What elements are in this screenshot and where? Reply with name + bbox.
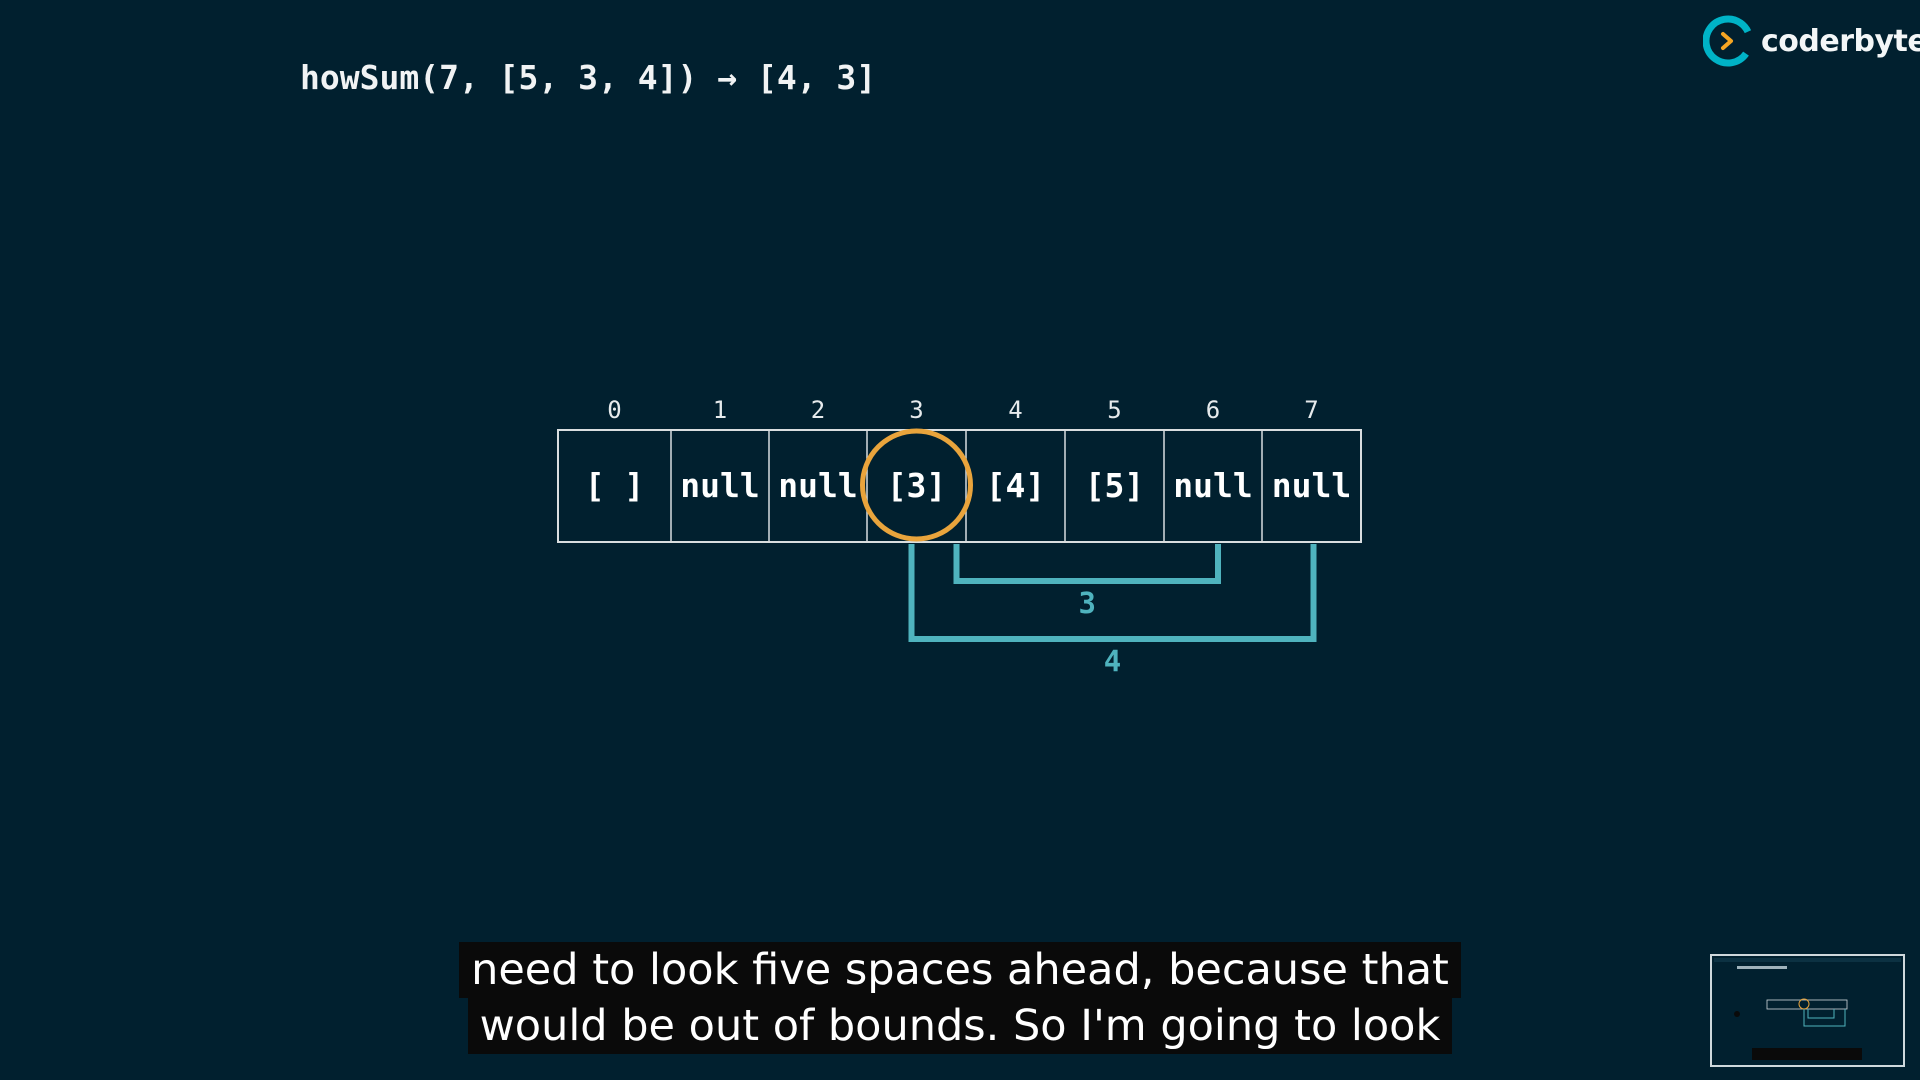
table-cell-value: [4] (986, 466, 1046, 505)
table-index: 7 (1304, 396, 1318, 424)
brand-logo: coderbyte (1703, 14, 1920, 68)
table-index: 4 (1008, 396, 1022, 424)
table-cell-value: null (1272, 466, 1351, 505)
jump-bracket (908, 544, 1317, 642)
table-index: 1 (713, 396, 727, 424)
video-subtitles: need to look five spaces ahead, because … (0, 942, 1920, 1054)
subtitle-line-1: need to look five spaces ahead, because … (459, 942, 1461, 998)
table-cell-value: [5] (1085, 466, 1145, 505)
jump-brackets: 34 (908, 544, 1317, 678)
table-indices: 0 1 2 3 4 5 6 7 (607, 396, 1318, 424)
jump-label: 3 (1079, 586, 1096, 620)
table-cells: [ ] null null [3] [4] [5] null null (557, 428, 1362, 543)
table-border (557, 429, 1362, 543)
table-cell-value: [ ] (585, 466, 645, 505)
page-title: howSum(7, [5, 3, 4]) → [4, 3] (300, 58, 877, 97)
thumbnail-graphic (1714, 958, 1901, 1060)
subtitle-line-2: would be out of bounds. So I'm going to … (467, 998, 1453, 1054)
jump-bracket (953, 544, 1221, 584)
table-index: 2 (811, 396, 825, 424)
table-index: 3 (909, 396, 923, 424)
table-index: 5 (1107, 396, 1121, 424)
table-index: 6 (1206, 396, 1220, 424)
coderbyte-logo-icon (1703, 15, 1753, 67)
brand-name: coderbyte (1761, 23, 1920, 59)
table-index: 0 (607, 396, 621, 424)
table-cell-value: null (778, 466, 857, 505)
table-cell-value: null (680, 466, 759, 505)
table-cell-value: null (1173, 466, 1252, 505)
jump-label: 4 (1104, 644, 1121, 678)
highlight-circle (860, 428, 973, 542)
video-thumbnail-preview[interactable] (1710, 954, 1905, 1067)
table-cell-value: [3] (887, 466, 947, 505)
